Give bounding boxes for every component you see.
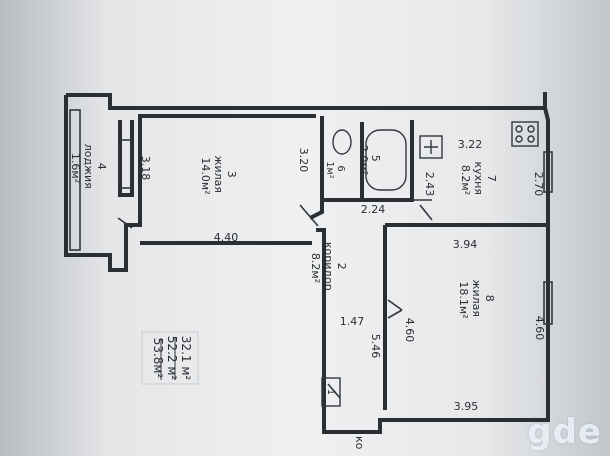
- dim-closet: 1: [325, 389, 336, 395]
- dim-wc-bath-width: 2.24: [361, 203, 386, 216]
- room-number-living-2: 8: [483, 295, 496, 302]
- room-area-loggia: 1.6м²: [69, 153, 82, 183]
- svg-text:3 жилая 14.0м²: 3 жилая 14.0м²: [199, 156, 238, 197]
- dim-kitchen-length: 3.22: [458, 138, 483, 151]
- dim-room3-width: 3.20: [297, 148, 310, 173]
- room-area-living-1: 14.0м²: [199, 157, 212, 194]
- room-number-bath: 5: [369, 155, 382, 162]
- toilet-icon: [332, 129, 352, 155]
- interior-walls: [118, 116, 548, 410]
- door-swings: [117, 204, 433, 399]
- room-name-living-1: жилая: [212, 156, 225, 193]
- room-number-loggia: 4: [95, 163, 108, 170]
- total-area: 53.8м²: [151, 338, 165, 379]
- room-name-kitchen: кухня: [472, 162, 485, 195]
- svg-text:5 2.0м²: 5 2.0м²: [357, 145, 382, 175]
- room-area-kitchen: 8.2м²: [459, 165, 472, 195]
- room-name-living-2: жилая: [470, 280, 483, 317]
- outer-walls: [64, 92, 550, 434]
- dim-room8-right: 4.60: [533, 316, 546, 341]
- closet-icon: [321, 377, 341, 407]
- dimension-labels: 3.18 3.20 4.40 2.24 2.43 3.22 2.70 3.94 …: [139, 138, 546, 413]
- sink-icon: [419, 135, 443, 159]
- area-totals: 32.1 м² 52.2 м² 53.8м²: [151, 336, 193, 381]
- svg-text:6 1м²: 6 1м²: [324, 161, 346, 178]
- room-area-living-2: 18.1м²: [457, 281, 470, 318]
- dim-loggia-width: 3.18: [139, 156, 152, 181]
- dim-corridor-width: 1.47: [340, 315, 365, 328]
- total-living-area: 32.1 м²: [179, 336, 193, 381]
- room-area-bath: 2.0м²: [357, 145, 370, 175]
- dim-room8-left: 4.60: [403, 318, 416, 343]
- dim-room8-bottom: 3.95: [454, 400, 479, 413]
- bathtub-icon: [365, 129, 407, 191]
- room-area-corridor: 8.2м²: [309, 253, 322, 283]
- room-number-living-1: 3: [225, 171, 238, 178]
- totals-box: [141, 331, 199, 385]
- stove-icon: [511, 121, 539, 147]
- room-number-wc: 6: [335, 165, 346, 171]
- dim-bath-side: 2.43: [423, 172, 436, 197]
- room-area-wc: 1м²: [324, 161, 335, 178]
- fixtures: [321, 121, 539, 407]
- windows: [69, 109, 553, 325]
- label-fragment: ко: [353, 436, 366, 450]
- room-number-kitchen: 7: [485, 175, 498, 182]
- site-watermark: gde: [527, 412, 602, 452]
- dim-kitchen-width: 2.70: [532, 172, 545, 197]
- svg-text:7 кухня 8.2м²: 7 кухня 8.2м²: [459, 162, 498, 199]
- svg-text:2 коридор 8.2м²: 2 коридор 8.2м²: [309, 242, 348, 294]
- room-number-corridor: 2: [335, 263, 348, 270]
- room-labels: 4 лоджия 1.6м² 3 жилая 14.0м² 6 1м² 5 2.…: [69, 144, 498, 321]
- svg-text:4 лоджия 1.6м²: 4 лоджия 1.6м²: [69, 144, 108, 193]
- room-name-loggia: лоджия: [82, 144, 95, 189]
- total-usable-area: 52.2 м²: [165, 336, 179, 381]
- dim-room3-length: 4.40: [214, 231, 239, 244]
- svg-text:8 жилая 18.1м²: 8 жилая 18.1м²: [457, 280, 496, 321]
- room-name-corridor: коридор: [322, 242, 335, 291]
- dim-room8-top: 3.94: [453, 238, 478, 251]
- dim-corridor-length: 5.46: [369, 334, 382, 359]
